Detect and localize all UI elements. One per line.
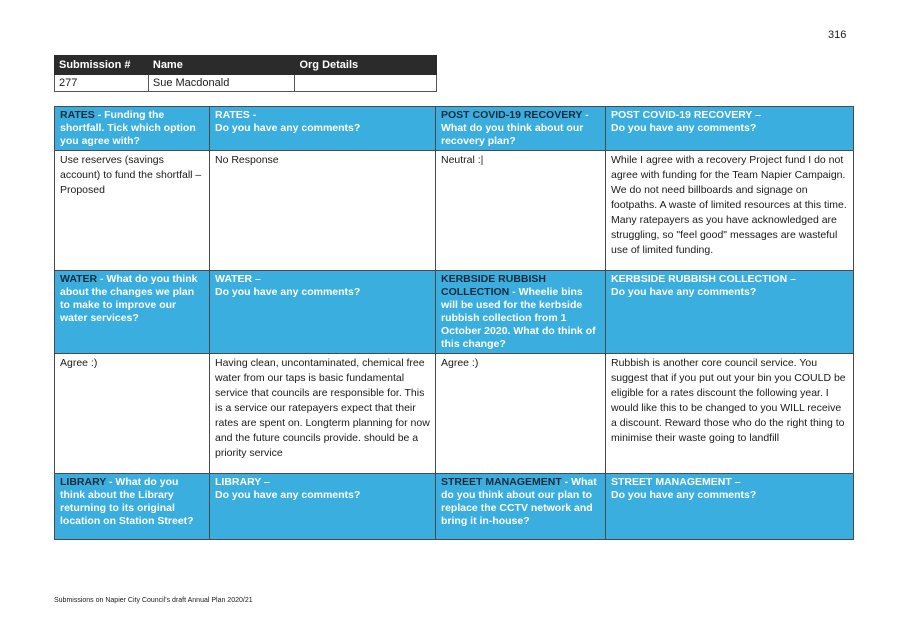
street-question: - What do you think about our plan to re… bbox=[441, 476, 597, 527]
street-comments-topic: STREET MANAGEMENT – bbox=[611, 476, 741, 488]
street-question-header: STREET MANAGEMENT - What do you think ab… bbox=[435, 473, 606, 540]
rates-topic: RATES bbox=[60, 109, 95, 121]
rates-answer: Use reserves (savings account) to fund t… bbox=[54, 150, 210, 271]
street-comments-question: Do you have any comments? bbox=[611, 489, 757, 501]
covid-question: - What do you think about our recovery p… bbox=[441, 109, 589, 147]
water-answer: Agree :) bbox=[54, 353, 210, 474]
page-number: 316 bbox=[828, 29, 847, 41]
rates-question-header: RATES - Funding the shortfall. Tick whic… bbox=[54, 106, 210, 151]
water-comment-answer: Having clean, uncontaminated, chemical f… bbox=[209, 353, 436, 474]
header-row-rates-covid: RATES - Funding the shortfall. Tick whic… bbox=[54, 106, 854, 151]
kerbside-topic: KERBSIDE RUBBISH COLLECTION bbox=[441, 273, 547, 298]
rates-comments-header: RATES -Do you have any comments? bbox=[209, 106, 436, 151]
submission-table: Submission # Name Org Details 277 Sue Ma… bbox=[54, 55, 437, 92]
org-details-header: Org Details bbox=[294, 55, 437, 75]
page-footer: Submissions on Napier City Council's dra… bbox=[54, 597, 253, 604]
library-comments-header: LIBRARY –Do you have any comments? bbox=[209, 473, 436, 540]
header-row-library-street: LIBRARY - What do you think about the Li… bbox=[54, 473, 854, 540]
name-value: Sue Macdonald bbox=[147, 74, 296, 92]
covid-comments-question: Do you have any comments? bbox=[611, 122, 757, 134]
submission-number-header: Submission # bbox=[54, 55, 149, 75]
submission-number-value: 277 bbox=[54, 74, 149, 92]
water-comments-question: Do you have any comments? bbox=[215, 286, 361, 298]
rates-question: - Funding the shortfall. Tick which opti… bbox=[60, 109, 196, 147]
kerbside-comment-answer: Rubbish is another core council service.… bbox=[605, 353, 854, 474]
water-comments-topic: WATER – bbox=[215, 273, 261, 285]
org-details-value bbox=[294, 74, 437, 92]
kerbside-answer: Agree :) bbox=[435, 353, 606, 474]
answer-row-rates-covid: Use reserves (savings account) to fund t… bbox=[54, 150, 854, 271]
water-question-header: WATER - What do you think about the chan… bbox=[54, 270, 210, 354]
library-question: - What do you think about the Library re… bbox=[60, 476, 194, 527]
answer-row-water-kerbside: Agree :) Having clean, uncontaminated, c… bbox=[54, 353, 854, 474]
covid-comment-answer: While I agree with a recovery Project fu… bbox=[605, 150, 854, 271]
street-topic: STREET MANAGEMENT bbox=[441, 476, 562, 488]
covid-answer: Neutral :| bbox=[435, 150, 606, 271]
covid-comments-header: POST COVID-19 RECOVERY –Do you have any … bbox=[605, 106, 854, 151]
header-row-water-kerbside: WATER - What do you think about the chan… bbox=[54, 270, 854, 354]
library-question-header: LIBRARY - What do you think about the Li… bbox=[54, 473, 210, 540]
street-comments-header: STREET MANAGEMENT –Do you have any comme… bbox=[605, 473, 854, 540]
library-comments-question: Do you have any comments? bbox=[215, 489, 361, 501]
water-question: - What do you think about the changes we… bbox=[60, 273, 198, 324]
kerbside-comments-question: Do you have any comments? bbox=[611, 286, 757, 298]
rates-comments-question: Do you have any comments? bbox=[215, 122, 361, 134]
water-topic: WATER bbox=[60, 273, 98, 285]
name-header: Name bbox=[147, 55, 296, 75]
kerbside-question-header: KERBSIDE RUBBISH COLLECTION - Wheelie bi… bbox=[435, 270, 606, 354]
rates-comments-topic: RATES - bbox=[215, 109, 257, 121]
covid-question-header: POST COVID-19 RECOVERY - What do you thi… bbox=[435, 106, 606, 151]
kerbside-comments-header: KERBSIDE RUBBISH COLLECTION –Do you have… bbox=[605, 270, 854, 354]
kerbside-question: - Wheelie bins will be used for the kerb… bbox=[441, 286, 596, 350]
covid-comments-topic: POST COVID-19 RECOVERY – bbox=[611, 109, 761, 121]
rates-comment-answer: No Response bbox=[209, 150, 436, 271]
library-topic: LIBRARY bbox=[60, 476, 107, 488]
submission-responses-table: RATES - Funding the shortfall. Tick whic… bbox=[54, 106, 854, 540]
water-comments-header: WATER –Do you have any comments? bbox=[209, 270, 436, 354]
covid-topic: POST COVID-19 RECOVERY bbox=[441, 109, 583, 121]
kerbside-comments-topic: KERBSIDE RUBBISH COLLECTION – bbox=[611, 273, 796, 285]
library-comments-topic: LIBRARY – bbox=[215, 476, 270, 488]
